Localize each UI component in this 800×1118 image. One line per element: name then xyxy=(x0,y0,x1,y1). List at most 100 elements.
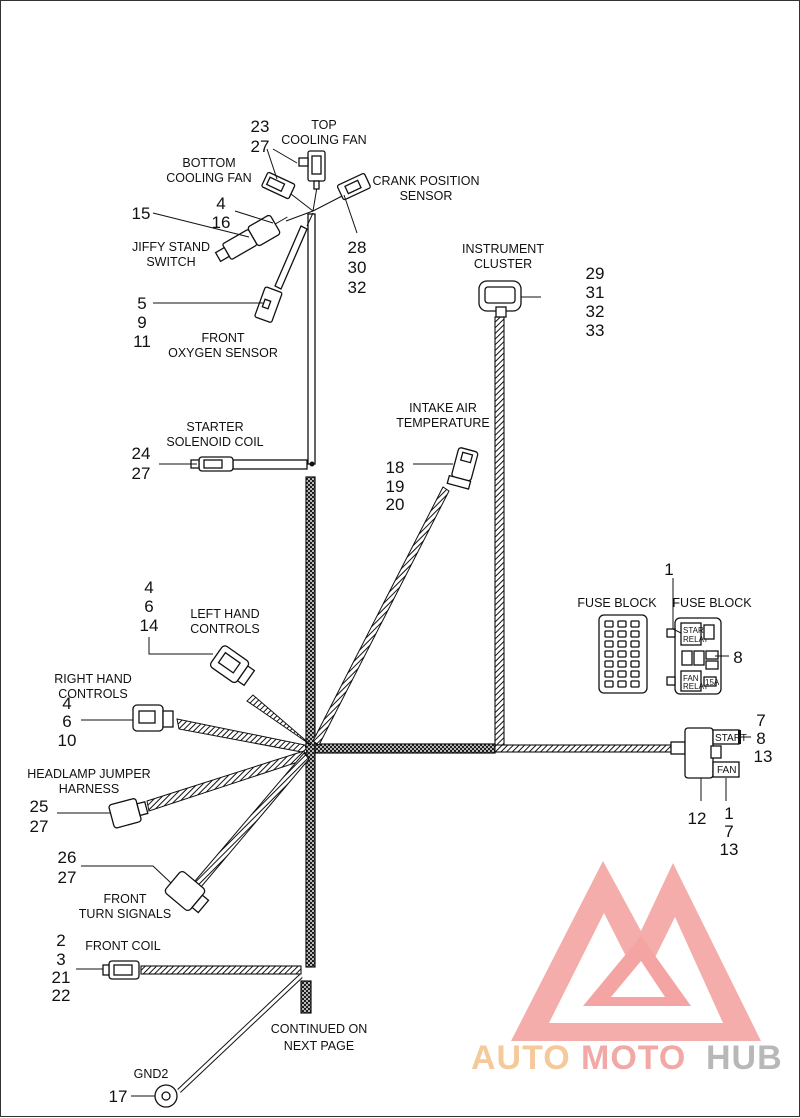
headlamp-jumper-connector xyxy=(108,798,149,829)
start-relay-small-2: RELAY xyxy=(683,635,709,644)
callout-gnd: 17 xyxy=(109,1087,128,1106)
callout-top-fan-2: 27 xyxy=(251,137,270,156)
callout-fuse-one: 1 xyxy=(664,560,673,579)
label-top-cooling-fan-2: COOLING FAN xyxy=(281,133,366,147)
trunk-upper-tube xyxy=(307,213,316,465)
callout-right-hand-1: 4 xyxy=(62,694,71,713)
callout-cluster-3: 32 xyxy=(586,302,605,321)
callout-cluster-1: 29 xyxy=(586,264,605,283)
fuse-slot xyxy=(617,630,627,638)
instrument-cluster-branch xyxy=(478,280,541,750)
callout-coil-1: 2 xyxy=(56,931,65,950)
label-bottom-cooling-fan-1: BOTTOM xyxy=(182,156,235,170)
callout-crank-3: 32 xyxy=(348,278,367,297)
label-oxygen-2: OXYGEN SENSOR xyxy=(168,346,278,360)
label-cluster-2: CLUSTER xyxy=(474,257,532,271)
fan-relay-label: FAN xyxy=(717,765,736,776)
fuse-slot xyxy=(617,650,627,658)
front-turn-signals-connector xyxy=(164,870,210,914)
component-labels: TOP COOLING FAN BOTTOM COOLING FAN CRANK… xyxy=(27,118,752,1081)
callout-top-fan-1: 23 xyxy=(251,117,270,136)
fuse-small-label: 15A xyxy=(705,678,720,687)
right-hand-controls-connector xyxy=(132,704,174,732)
label-right-hand-1: RIGHT HAND xyxy=(54,672,132,686)
fuse-slot xyxy=(630,620,640,628)
fuse-slot xyxy=(604,620,614,628)
fuse-slot xyxy=(630,680,640,688)
callout-left-hand-1: 4 xyxy=(144,578,153,597)
fuse-slot xyxy=(617,680,627,688)
trunk-lower-mesh xyxy=(305,476,316,968)
watermark-text-hub: HUB xyxy=(706,1039,783,1077)
fuse-slot xyxy=(604,660,614,668)
fuse-slot xyxy=(617,670,627,678)
callout-coil-3: 21 xyxy=(52,968,71,987)
fuse-slot xyxy=(604,630,614,638)
callout-oxygen-3: 11 xyxy=(133,332,151,351)
callout-numbers: 23 27 4 16 15 28 30 32 5 9 11 29 31 32 3… xyxy=(30,117,773,1106)
label-crank-position-2: SENSOR xyxy=(400,189,453,203)
fuse-slot xyxy=(617,660,627,668)
bottom-cooling-fan-connector xyxy=(261,171,296,200)
fuse-slot xyxy=(604,670,614,678)
callout-iat-1: 18 xyxy=(386,458,405,477)
watermark-text-auto: AUTO xyxy=(471,1039,571,1077)
fuse-slot xyxy=(617,640,627,648)
callout-start-relay-3: 13 xyxy=(754,747,773,766)
callout-fan-relay-3: 13 xyxy=(720,840,739,859)
callout-right-hand-2: 6 xyxy=(62,712,71,731)
label-headlamp-1: HEADLAMP JUMPER xyxy=(27,767,150,781)
label-turn-2: TURN SIGNALS xyxy=(79,907,171,921)
label-fuse-block-left: FUSE BLOCK xyxy=(577,596,657,610)
callout-headlamp-2: 27 xyxy=(30,817,49,836)
callout-fan-relay-2: 7 xyxy=(724,822,733,841)
label-continued-1: CONTINUED ON xyxy=(271,1022,368,1036)
watermark-text-moto: MOTO xyxy=(581,1039,686,1077)
label-iat-2: TEMPERATURE xyxy=(396,416,490,430)
label-top-cooling-fan-1: TOP xyxy=(311,118,336,132)
callout-coil-4: 22 xyxy=(52,986,71,1005)
label-iat-1: INTAKE AIR xyxy=(409,401,477,415)
starter-solenoid-branch xyxy=(190,456,312,472)
fuse-block-left xyxy=(598,614,648,694)
callout-bottom-fan-2: 16 xyxy=(212,213,231,232)
label-cluster-1: INSTRUMENT xyxy=(462,242,544,256)
right-branch xyxy=(314,741,686,755)
callout-starter-2: 27 xyxy=(132,464,151,483)
callout-starter-1: 24 xyxy=(132,444,151,463)
top-branches xyxy=(274,186,347,290)
oxygen-sensor-wire xyxy=(274,225,308,290)
start-relay-label: START xyxy=(715,733,747,744)
callout-right-hand-3: 10 xyxy=(58,731,77,750)
ground-branch xyxy=(154,974,303,1108)
fuse-slot xyxy=(630,650,640,658)
label-crank-position-1: CRANK POSITION xyxy=(373,174,480,188)
trunk-end-mesh xyxy=(300,980,312,1014)
callout-iat-2: 19 xyxy=(386,477,405,496)
fan-relay xyxy=(712,761,740,778)
fuse-slot xyxy=(630,640,640,648)
label-starter-1: STARTER xyxy=(186,420,243,434)
callout-turn-2: 27 xyxy=(58,868,77,887)
callout-turn-1: 26 xyxy=(58,848,77,867)
label-bottom-cooling-fan-2: COOLING FAN xyxy=(166,171,251,185)
callout-left-hand-3: 14 xyxy=(140,616,159,635)
label-headlamp-2: HARNESS xyxy=(59,782,119,796)
fuse-slot xyxy=(630,670,640,678)
callout-oxygen-2: 9 xyxy=(137,313,146,332)
main-trunk xyxy=(300,213,316,1014)
label-front-coil: FRONT COIL xyxy=(85,939,161,953)
callout-fan-relay-1: 1 xyxy=(724,804,733,823)
callout-fuse-eight: 8 xyxy=(733,648,742,667)
label-starter-2: SOLENOID COIL xyxy=(166,435,263,449)
intake-air-temperature-connector xyxy=(446,447,479,490)
top-cooling-fan-connector xyxy=(298,150,326,190)
label-gnd2: GND2 xyxy=(134,1067,169,1081)
label-continued-2: NEXT PAGE xyxy=(284,1039,354,1053)
callout-cluster-2: 31 xyxy=(586,283,605,302)
callout-coil-2: 3 xyxy=(56,950,65,969)
callout-iat-3: 20 xyxy=(386,495,405,514)
label-turn-1: FRONT xyxy=(103,892,146,906)
callout-cluster-4: 33 xyxy=(586,321,605,340)
